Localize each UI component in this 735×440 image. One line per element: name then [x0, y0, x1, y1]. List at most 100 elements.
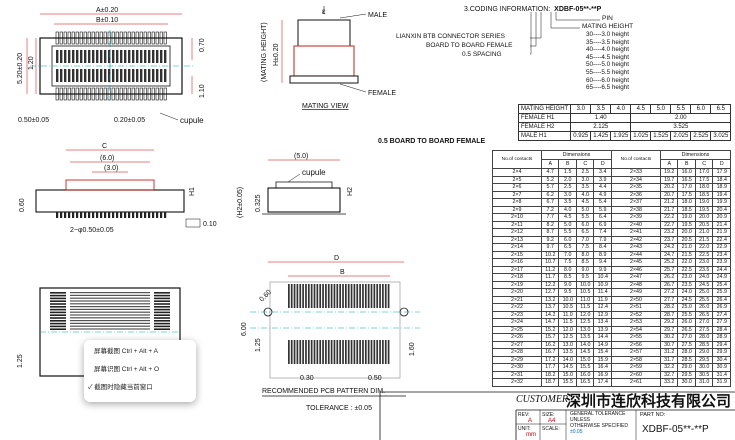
table-cell: 19.7: [659, 175, 679, 184]
table-cell: 22.0: [694, 243, 714, 252]
bottom-pin: [154, 306, 170, 308]
table-cell: 14.5: [575, 348, 595, 357]
dim-050: 0.50±0.05: [18, 117, 49, 124]
table-cell: 4.0: [558, 205, 577, 214]
coding-title: 3.CODING INFORMATION: XDBF-05**-**P: [464, 6, 602, 13]
menu-item-screenshot[interactable]: 屏幕截图 Ctrl + Alt + A: [94, 348, 158, 355]
table-cell: 13.2: [540, 295, 560, 304]
side-pin: [164, 212, 167, 218]
table-cell: 19.0: [677, 213, 696, 222]
menu-item-recognize[interactable]: 屏幕识图 Ctrl + Alt + O: [94, 366, 160, 373]
table-cell: 30.2: [659, 333, 679, 342]
bottom-pin: [50, 314, 66, 316]
table-cell: 7.9: [593, 235, 612, 244]
table-cell: 17.5: [677, 190, 696, 199]
table-cell: 9.4: [593, 258, 612, 267]
contact-pin: [60, 69, 63, 82]
male-val: 1.925: [610, 131, 632, 141]
table-cell: 31.2: [659, 348, 679, 357]
customer-label: CUSTOMER: [516, 394, 569, 405]
svg-text:ε: ε: [322, 7, 326, 16]
table-cell: 7.5: [575, 243, 595, 252]
coding-height-item: 40----4.0 height: [586, 46, 630, 54]
table-cell: 6.2: [540, 190, 560, 199]
table-cell: 27.2: [659, 288, 679, 297]
pcb-pad: [336, 284, 339, 308]
pcb-pad: [330, 284, 333, 308]
side-pin: [76, 212, 79, 218]
h2-val-0: 2.125: [570, 122, 632, 132]
contact-pin: [131, 87, 135, 101]
contact-pin: [71, 87, 75, 101]
table-cell: 30.0: [694, 363, 714, 372]
table-cell: 2×25: [492, 325, 542, 334]
pcb-title: RECOMMENDED PCB PATTERN DIM.: [262, 388, 385, 395]
table-cell: 17.2: [540, 355, 560, 364]
contact-pin: [164, 50, 167, 63]
table-cell: 18.9: [712, 183, 731, 192]
table-cell: 2×38: [610, 205, 661, 214]
contact-pin: [80, 50, 83, 63]
table-cell: 2.5: [558, 183, 577, 192]
pcb-pattern: D B 6.00 1.25 1.60 0.60 0.30 0.50 RECOMM…: [241, 255, 420, 412]
table-cell: 30.5: [694, 370, 714, 379]
pcb-pad: [362, 284, 364, 308]
contact-pin: [148, 69, 151, 82]
dim-col-header: A: [659, 159, 679, 169]
table-cell: 16.0: [677, 168, 696, 177]
table-cell: 6.0: [575, 220, 595, 229]
table-cell: 21.4: [712, 220, 731, 229]
table-cell: 8.9: [593, 250, 612, 259]
pcb-pad: [350, 340, 353, 364]
contact-pin: [87, 87, 91, 101]
bottom-pin: [70, 320, 150, 322]
table-cell: 10.0: [575, 280, 595, 289]
contact-pin: [156, 69, 159, 82]
contact-pin: [111, 31, 115, 45]
dim-0325: 0.325: [255, 194, 262, 212]
scale-label: SCALE:: [542, 426, 560, 432]
contact-pin: [139, 31, 143, 45]
table-cell: 26.5: [677, 325, 696, 334]
table-cell: 26.0: [694, 303, 714, 312]
dim-c: C: [102, 143, 107, 150]
table-cell: 2×19: [492, 280, 542, 289]
table-cell: 2.0: [558, 175, 577, 184]
contact-pin: [136, 50, 139, 63]
bottom-pin: [154, 320, 170, 322]
menu-item-hide-window[interactable]: ✓ 截图时隐藏当前窗口: [88, 381, 153, 395]
table-cell: 11.7: [540, 273, 560, 282]
table-cell: 2×12: [492, 228, 542, 237]
contact-pin: [147, 31, 151, 45]
table-cell: 14.5: [558, 363, 577, 372]
table-cell: 9.5: [558, 288, 577, 297]
side-pin: [116, 212, 119, 218]
check-icon: ✓: [88, 384, 93, 391]
dim-pitch: 2−φ0.50±0.05: [70, 227, 114, 234]
pcb-pad: [302, 284, 304, 308]
table-cell: 2×35: [610, 183, 661, 192]
table-cell: 5.0: [558, 220, 577, 229]
contact-pin: [67, 87, 71, 101]
dim-c6: (6.0): [100, 155, 114, 162]
coding-pin: PIN: [602, 15, 613, 22]
contact-pin: [123, 87, 127, 101]
contact-pin: [108, 69, 111, 82]
dim-col-header: D: [593, 159, 612, 169]
contact-pin: [100, 50, 103, 63]
contact-pin: [116, 50, 119, 63]
contact-pin: [124, 50, 127, 63]
pcb-pad: [342, 284, 344, 308]
bottom-pin: [154, 300, 170, 302]
contact-pin: [64, 69, 67, 82]
pcb-pad: [313, 284, 316, 308]
table-cell: 2×53: [610, 318, 661, 327]
bottom-pin: [154, 322, 170, 325]
side-pin: [60, 212, 63, 218]
table-cell: 2×26: [492, 333, 542, 342]
